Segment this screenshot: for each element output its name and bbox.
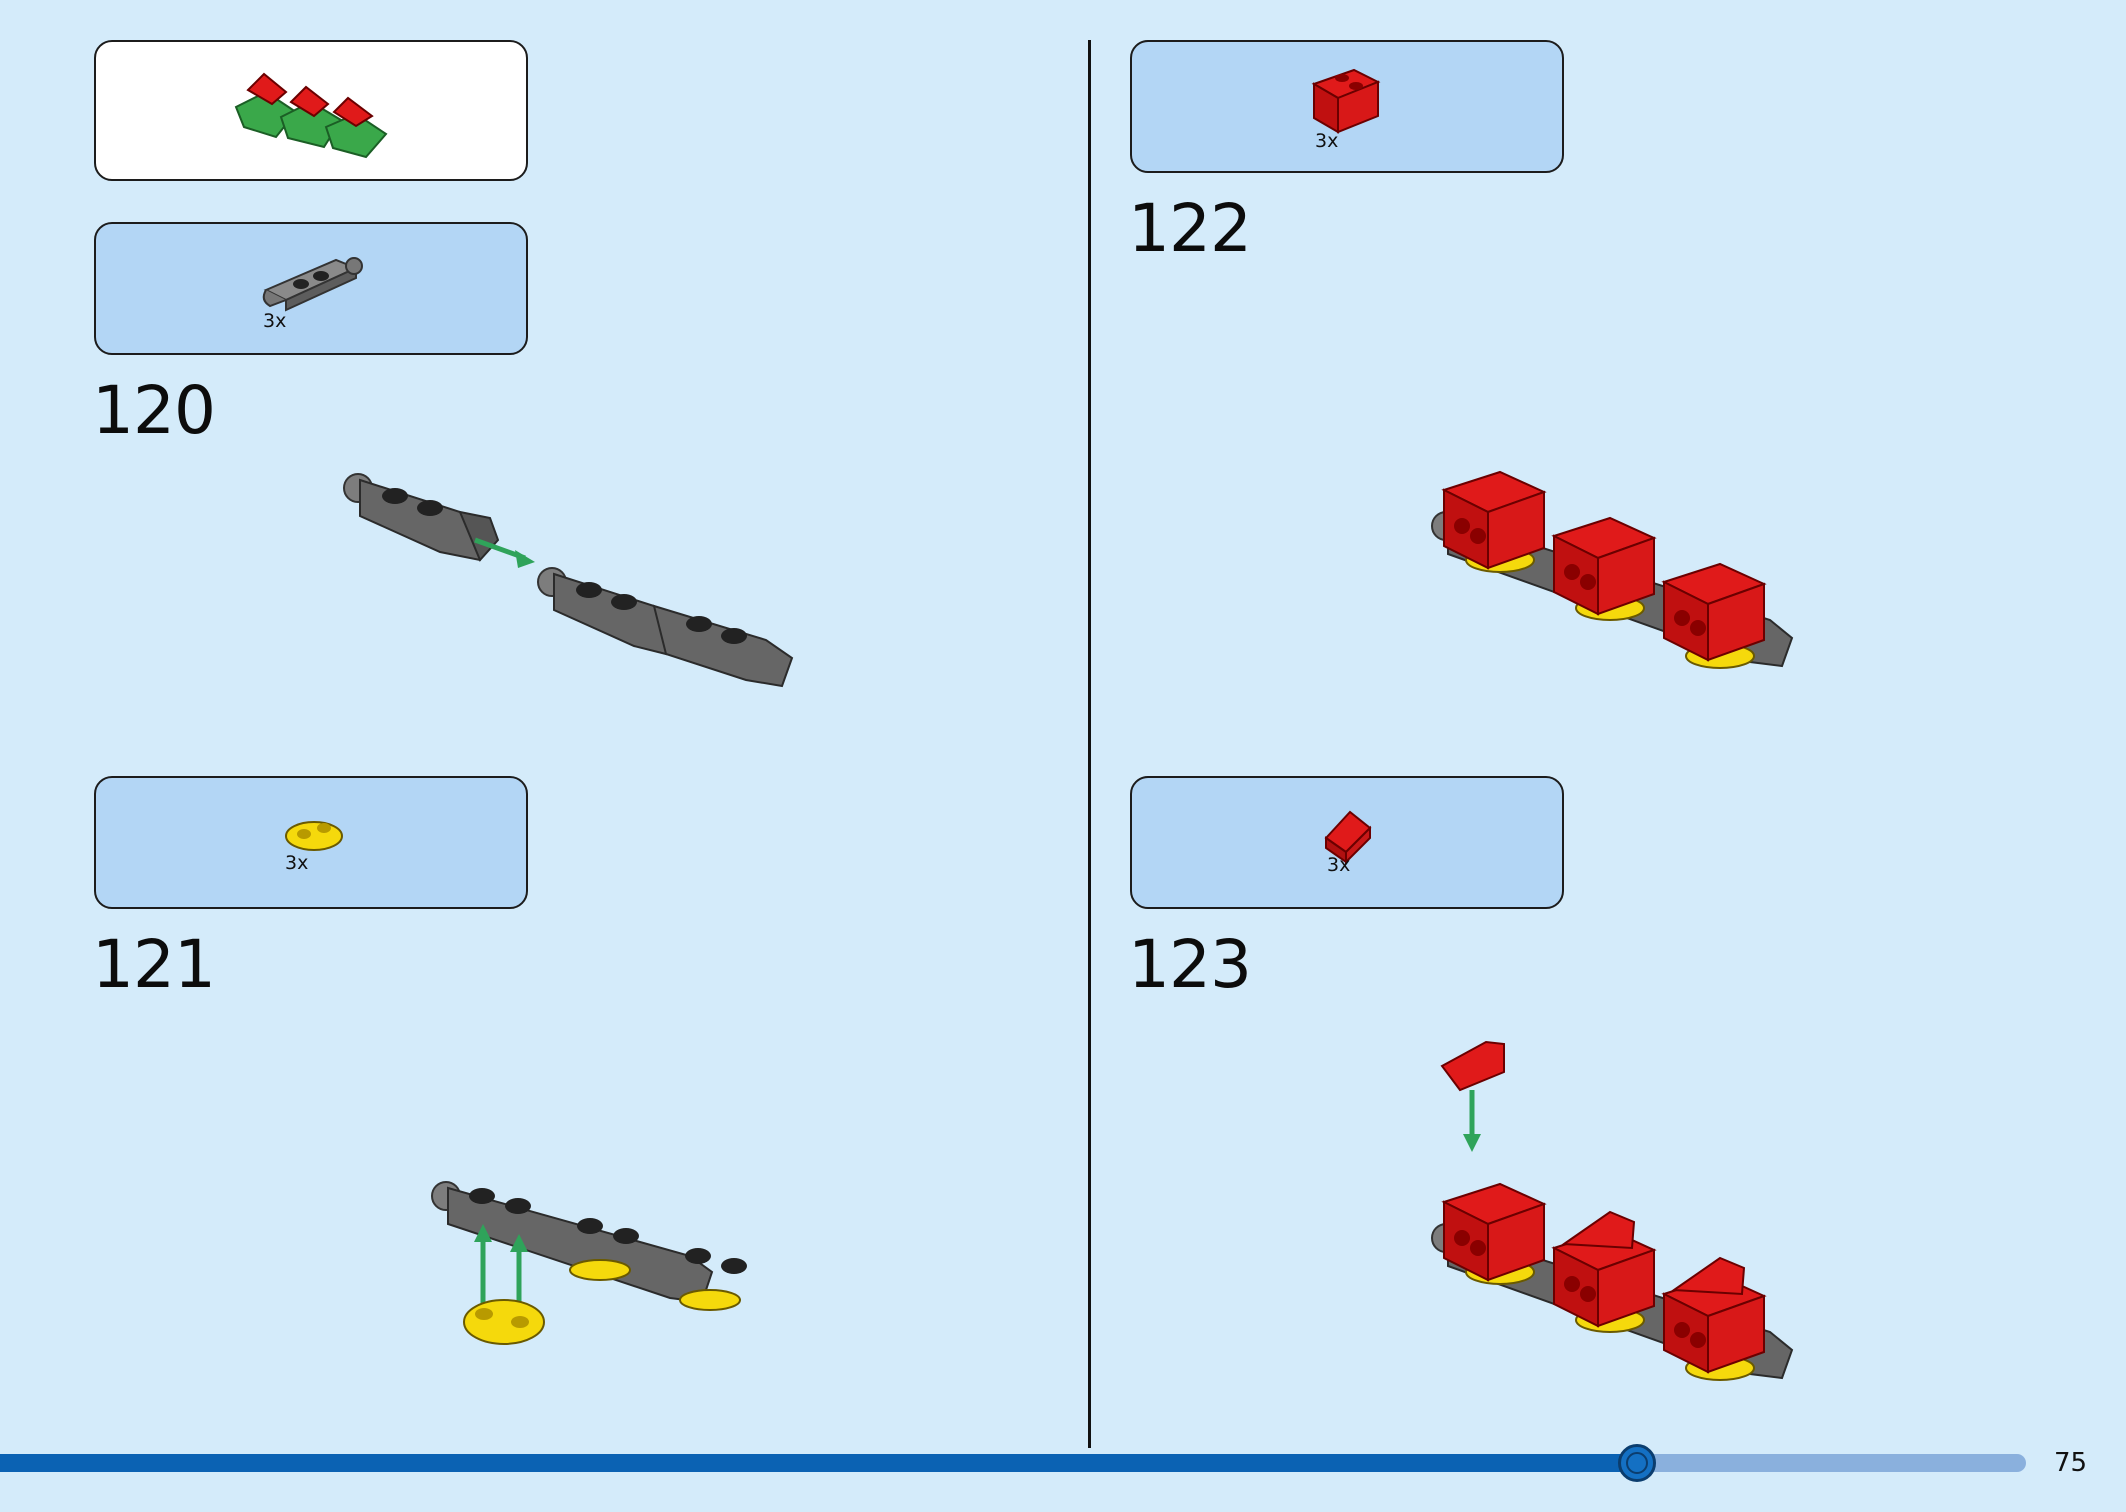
step-121-assembly-image [431, 1181, 747, 1345]
step-120-assembly-image [343, 473, 794, 688]
part-quantity: 3x [1315, 130, 1339, 152]
page-number: 75 [2054, 1448, 2088, 1478]
submodel-callout-box [94, 40, 528, 181]
parts-box-step-122: 3x [1130, 40, 1564, 173]
step-number-122: 122 [1128, 190, 1252, 267]
red-slope-icon [1324, 810, 1372, 865]
grey-plate-with-clip-icon [262, 257, 363, 312]
page-divider [1088, 40, 1091, 1448]
step-122-assembly-image [1431, 470, 1794, 669]
part-quantity: 3x [263, 310, 287, 332]
step-number-121: 121 [92, 926, 216, 1003]
parts-box-step-121: 3x [94, 776, 528, 909]
step-number-123: 123 [1128, 926, 1252, 1003]
part-quantity: 3x [285, 852, 309, 874]
part-quantity: 3x [1327, 854, 1351, 876]
parts-box-step-123: 3x [1130, 776, 1564, 909]
parts-box-step-120: 3x [94, 222, 528, 355]
step-number-120: 120 [92, 372, 216, 449]
progress-knob[interactable] [1618, 1444, 1656, 1482]
yellow-plate-1x2-icon [285, 821, 343, 851]
red-brick-with-studs-icon [1311, 68, 1381, 134]
green-dragon-segments-image [234, 72, 388, 159]
progress-fill [0, 1454, 1637, 1472]
step-123-assembly-image [1431, 1040, 1794, 1381]
